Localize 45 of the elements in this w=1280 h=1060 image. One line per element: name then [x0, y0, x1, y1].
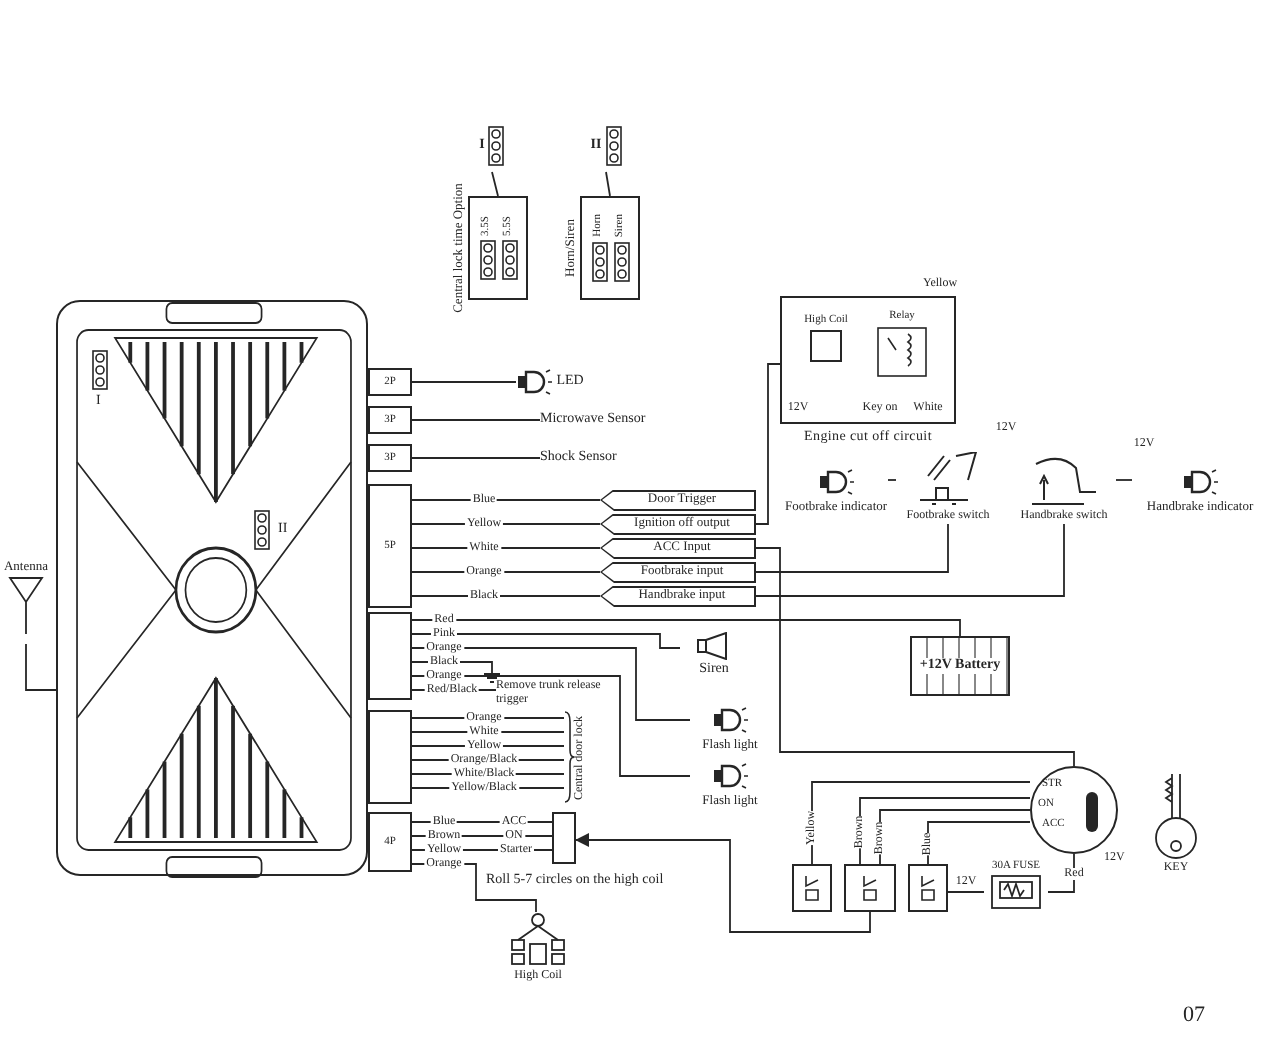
plug-connector — [552, 812, 576, 864]
starter-relay — [792, 864, 832, 912]
wire-connector — [368, 406, 412, 434]
wire — [1115, 479, 1133, 481]
wire-connector — [368, 484, 412, 608]
wire — [927, 821, 1031, 865]
wire — [411, 595, 601, 597]
wire — [859, 797, 1031, 865]
wire — [879, 809, 1031, 865]
wire — [491, 171, 499, 197]
wire — [411, 647, 691, 721]
wire — [411, 419, 541, 421]
wire — [411, 633, 681, 649]
wire — [755, 523, 949, 573]
led-lamp — [516, 368, 584, 396]
wire — [411, 523, 601, 525]
wire-connector — [368, 710, 412, 804]
arrow — [575, 833, 871, 933]
wire — [411, 731, 565, 733]
wire-connector — [368, 812, 412, 872]
wire — [605, 171, 611, 197]
wire — [411, 863, 537, 913]
wire — [811, 781, 1031, 865]
starter-relay — [844, 864, 896, 912]
wire — [411, 457, 541, 459]
wire — [755, 547, 1075, 767]
wire — [411, 499, 601, 501]
wire — [411, 675, 691, 777]
wire-connector — [368, 444, 412, 472]
wire — [1047, 853, 1075, 893]
battery — [910, 636, 1010, 696]
wire-connector — [368, 612, 412, 700]
wire — [755, 523, 1065, 597]
wire-connector — [368, 368, 412, 396]
wire — [411, 547, 601, 549]
wire — [411, 745, 565, 747]
wire — [755, 363, 781, 525]
page-number: 07 — [1181, 1005, 1207, 1027]
ignition-switch — [1030, 766, 1118, 854]
wire — [411, 619, 961, 637]
wire — [947, 891, 985, 893]
wire — [25, 643, 57, 691]
starter-relay — [908, 864, 948, 912]
wire — [411, 381, 517, 383]
wire — [887, 479, 897, 481]
